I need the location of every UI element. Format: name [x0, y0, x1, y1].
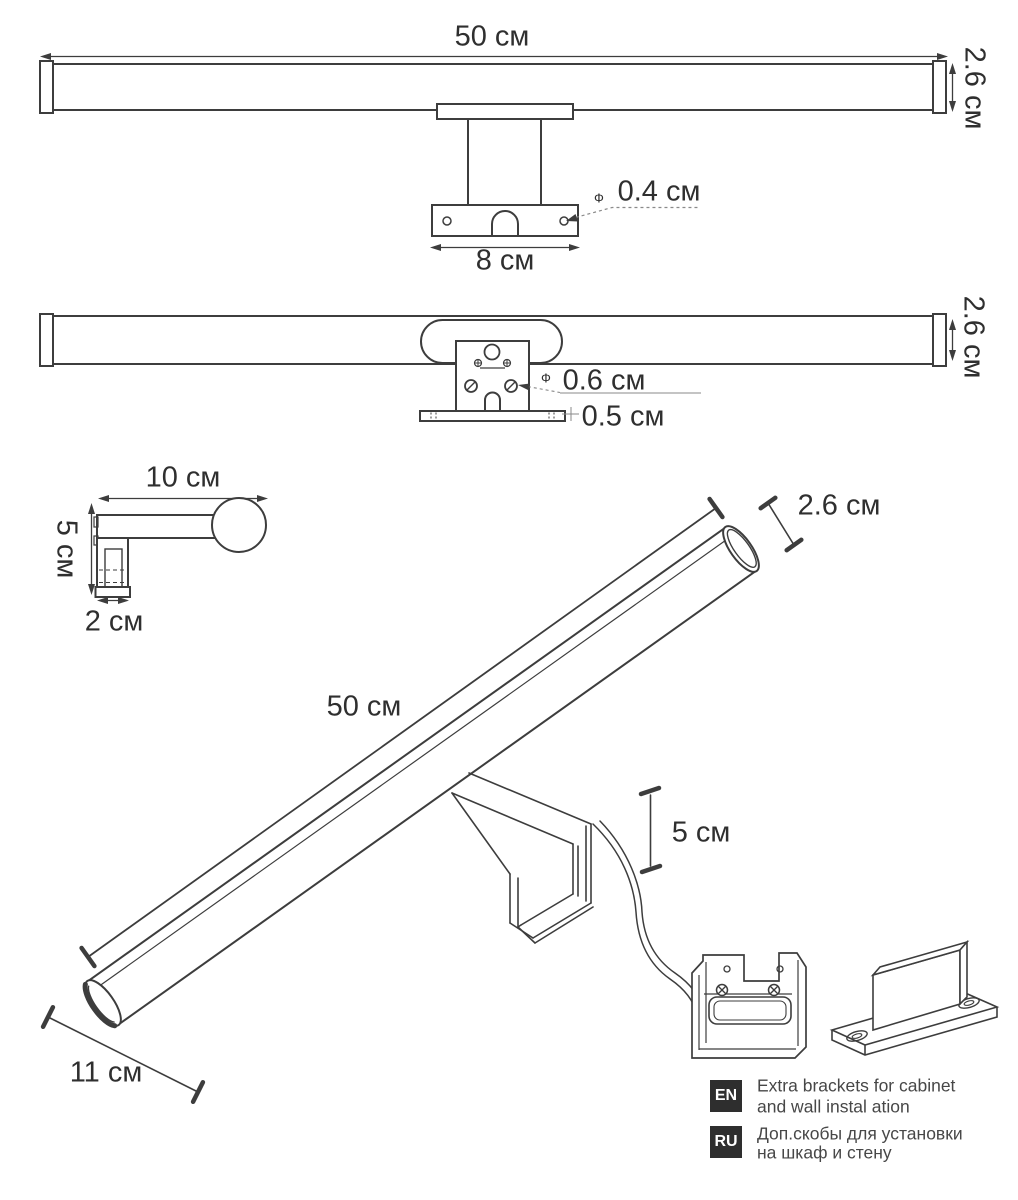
top-height-label: 2.6 см [957, 295, 990, 379]
front-length-label: 50 см [454, 20, 530, 53]
perspective-length-label: 50 см [326, 690, 402, 723]
wall-bracket-drawing [829, 939, 1000, 1056]
ru-note-line1: Доп.скобы для установки [757, 1123, 963, 1144]
top-diameter-symbol: Ф [541, 370, 551, 386]
top-hole-diameter-label: 0.6 см [562, 364, 646, 397]
side-height-label: 5 см [50, 519, 83, 579]
top-plate-thickness-label: 0.5 см [581, 400, 665, 433]
side-arm-length-label: 10 см [145, 461, 221, 494]
en-note-line2: and wall instal ation [757, 1096, 910, 1117]
front-hole-diameter-label: 0.4 см [617, 175, 701, 208]
side-view-drawing [88, 495, 268, 604]
front-diameter-symbol: Ф [594, 190, 604, 206]
front-view-drawing [39, 53, 956, 251]
top-view-drawing [39, 313, 956, 422]
en-note-line1: Extra brackets for cabinet [757, 1075, 956, 1096]
cabinet-bracket-drawing [691, 952, 807, 1059]
perspective-view-drawing [40, 495, 804, 1105]
front-height-label: 2.6 см [958, 46, 991, 130]
ru-note-line2: на шкаф и стену [757, 1142, 892, 1163]
perspective-bracket-height-label: 5 см [671, 816, 731, 849]
front-base-width-label: 8 см [475, 244, 535, 277]
side-base-width-label: 2 см [84, 605, 144, 638]
en-language-badge: EN [710, 1080, 742, 1112]
perspective-diameter-label: 2.6 см [797, 489, 881, 522]
ru-language-badge: RU [710, 1126, 742, 1158]
perspective-end-offset-label: 11 см [69, 1056, 143, 1089]
